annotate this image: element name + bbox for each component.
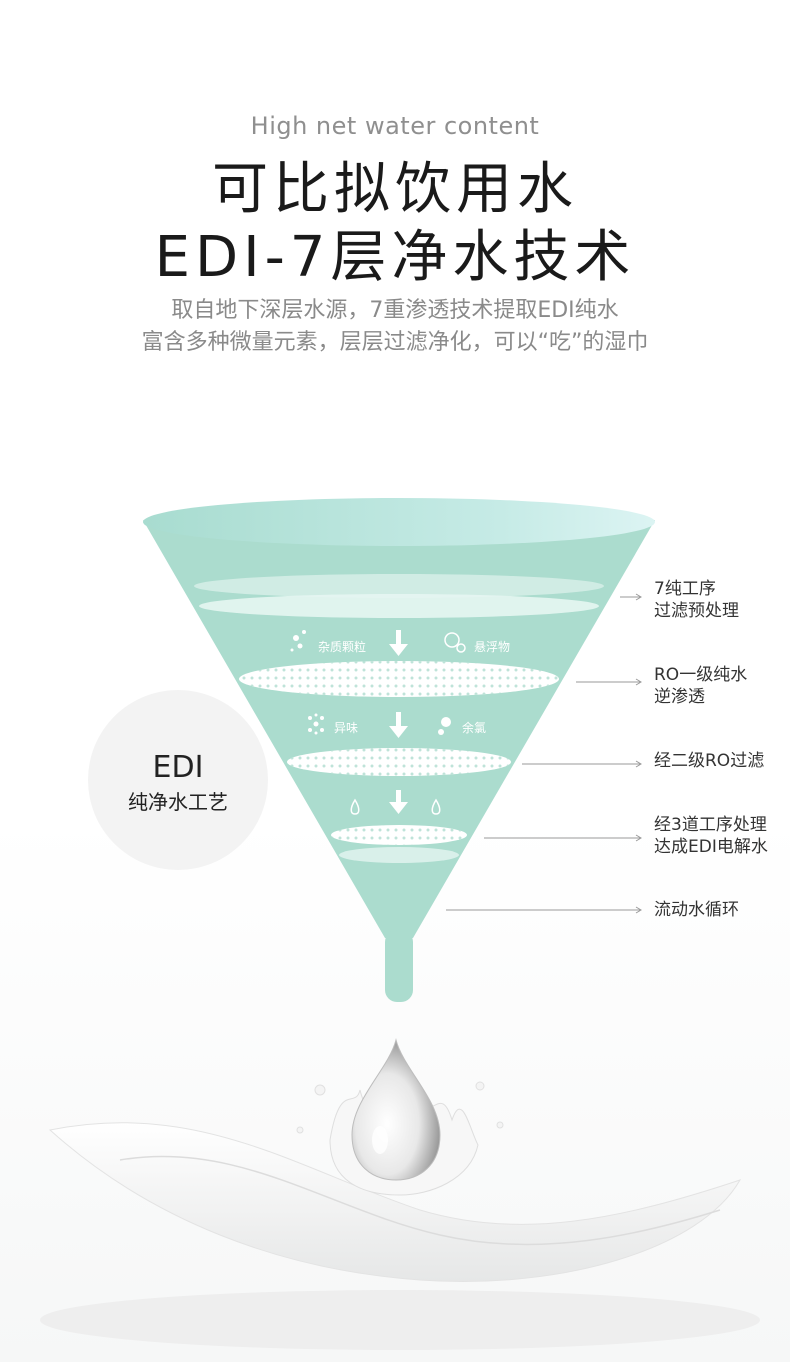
edi-badge — [88, 690, 268, 870]
down-arrow-icon — [389, 630, 408, 656]
stage-label-particles: 杂质颗粒 — [318, 640, 367, 654]
page-title-line-2: EDI-7层净水技术 — [154, 225, 636, 290]
water-drop-icon — [350, 798, 360, 815]
down-arrow-icon — [389, 790, 408, 814]
filter-layer-1 — [194, 574, 604, 598]
odor-icon — [308, 713, 324, 735]
label-step-2-line-1: RO一级纯水 — [654, 665, 748, 685]
label-step-3: 经二级RO过滤 — [654, 751, 765, 771]
bubbles-icon — [444, 632, 466, 653]
particles-icon — [290, 630, 306, 652]
chlorine-icon — [438, 717, 451, 735]
label-step-5: 流动水循环 — [654, 900, 739, 920]
label-step-1-line-2: 过滤预处理 — [654, 601, 739, 621]
label-step-1-line-1: 7纯工序 — [654, 579, 716, 599]
description-line-2: 富含多种微量元素，层层过滤净化，可以“吃”的湿巾 — [141, 330, 649, 355]
filter-funnel-illustration — [143, 498, 655, 1002]
page-title-line-1: 可比拟饮用水 — [212, 157, 578, 222]
label-step-4-line-1: 经3道工序处理 — [654, 815, 767, 835]
connector-lines — [446, 593, 642, 914]
water-drop-icon — [431, 798, 441, 815]
edi-badge-title: EDI — [152, 750, 204, 785]
label-step-2-line-2: 逆渗透 — [654, 687, 705, 707]
funnel-top-rim — [143, 498, 655, 546]
edi-badge-subtitle: 纯净水工艺 — [128, 790, 228, 814]
english-subtitle: High net water content — [250, 112, 540, 140]
water-drop-icon — [351, 1038, 441, 1181]
stage-label-chlorine: 余氯 — [462, 721, 487, 735]
stage-label-odor: 异味 — [334, 721, 359, 735]
milk-splash-illustration — [40, 1038, 760, 1350]
label-step-4-line-2: 达成EDI电解水 — [654, 837, 768, 857]
down-arrow-icon — [389, 712, 408, 738]
description-line-1: 取自地下深层水源，7重渗透技术提取EDI纯水 — [171, 298, 619, 323]
stage-label-suspended: 悬浮物 — [474, 640, 511, 654]
funnel-spout — [385, 930, 413, 1002]
filter-layer-2 — [199, 594, 599, 618]
